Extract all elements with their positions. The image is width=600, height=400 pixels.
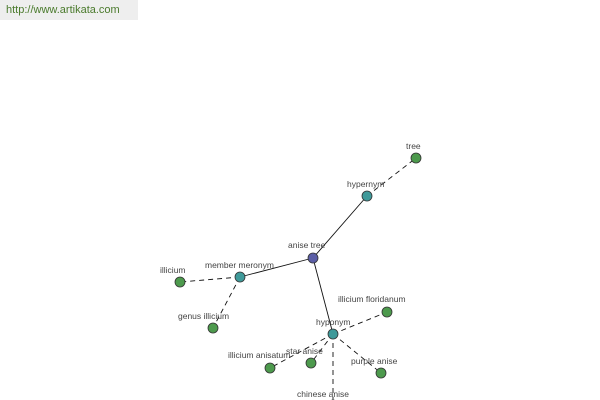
labels-layer: anise tree hypernym tree member meronym illi… (160, 141, 421, 399)
node-label-hypernym[interactable]: hypernym (347, 179, 384, 189)
node-genus-illicium[interactable] (207, 322, 219, 334)
edge-anise-tree-to-member-meronym (239, 257, 314, 278)
node-label-illicium-floridanum[interactable]: illicium floridanum (338, 294, 406, 304)
node-label-star-anise[interactable]: star anise (286, 346, 323, 356)
edge-hyponym-to-illicium-anisatum (269, 333, 334, 369)
nodes-layer (174, 152, 422, 400)
node-label-purple-anise[interactable]: purple anise (351, 356, 398, 366)
node-member-meronym[interactable] (234, 271, 246, 283)
edge-anise-tree-to-hyponym (312, 257, 334, 335)
node-star-anise[interactable] (305, 357, 317, 369)
edge-hyponym-to-illicium-floridanum (332, 311, 388, 335)
edge-hypernym-to-tree (366, 157, 417, 197)
node-label-hyponym[interactable]: hyponym (316, 317, 351, 327)
node-label-illicium[interactable]: illicium (160, 265, 186, 275)
node-purple-anise[interactable] (375, 367, 387, 379)
node-tree[interactable] (410, 152, 422, 164)
node-illicium[interactable] (174, 276, 186, 288)
edge-hyponym-to-purple-anise (332, 333, 382, 374)
node-anise-tree[interactable] (307, 252, 319, 264)
node-label-illicium-anisatum[interactable]: illicium anisatum (228, 350, 290, 360)
edge-member-meronym-to-illicium (179, 276, 241, 283)
node-illicium-floridanum[interactable] (381, 306, 393, 318)
node-label-anise-tree[interactable]: anise tree (288, 240, 326, 250)
node-label-chinese-anise[interactable]: chinese anise (297, 389, 349, 399)
node-hypernym[interactable] (361, 190, 373, 202)
edge-hyponym-to-star-anise (310, 333, 334, 364)
watermark-url[interactable]: http://www.artikata.com (0, 0, 138, 20)
node-label-tree[interactable]: tree (406, 141, 421, 151)
edge-member-meronym-to-genus-illicium (212, 276, 241, 329)
edge-anise-tree-to-hypernym (312, 195, 368, 259)
node-label-genus-illicium[interactable]: genus illicium (178, 311, 229, 321)
node-hyponym[interactable] (327, 328, 339, 340)
node-label-member-meronym[interactable]: member meronym (205, 260, 274, 270)
node-illicium-anisatum[interactable] (264, 362, 276, 374)
edges-layer (179, 157, 417, 400)
